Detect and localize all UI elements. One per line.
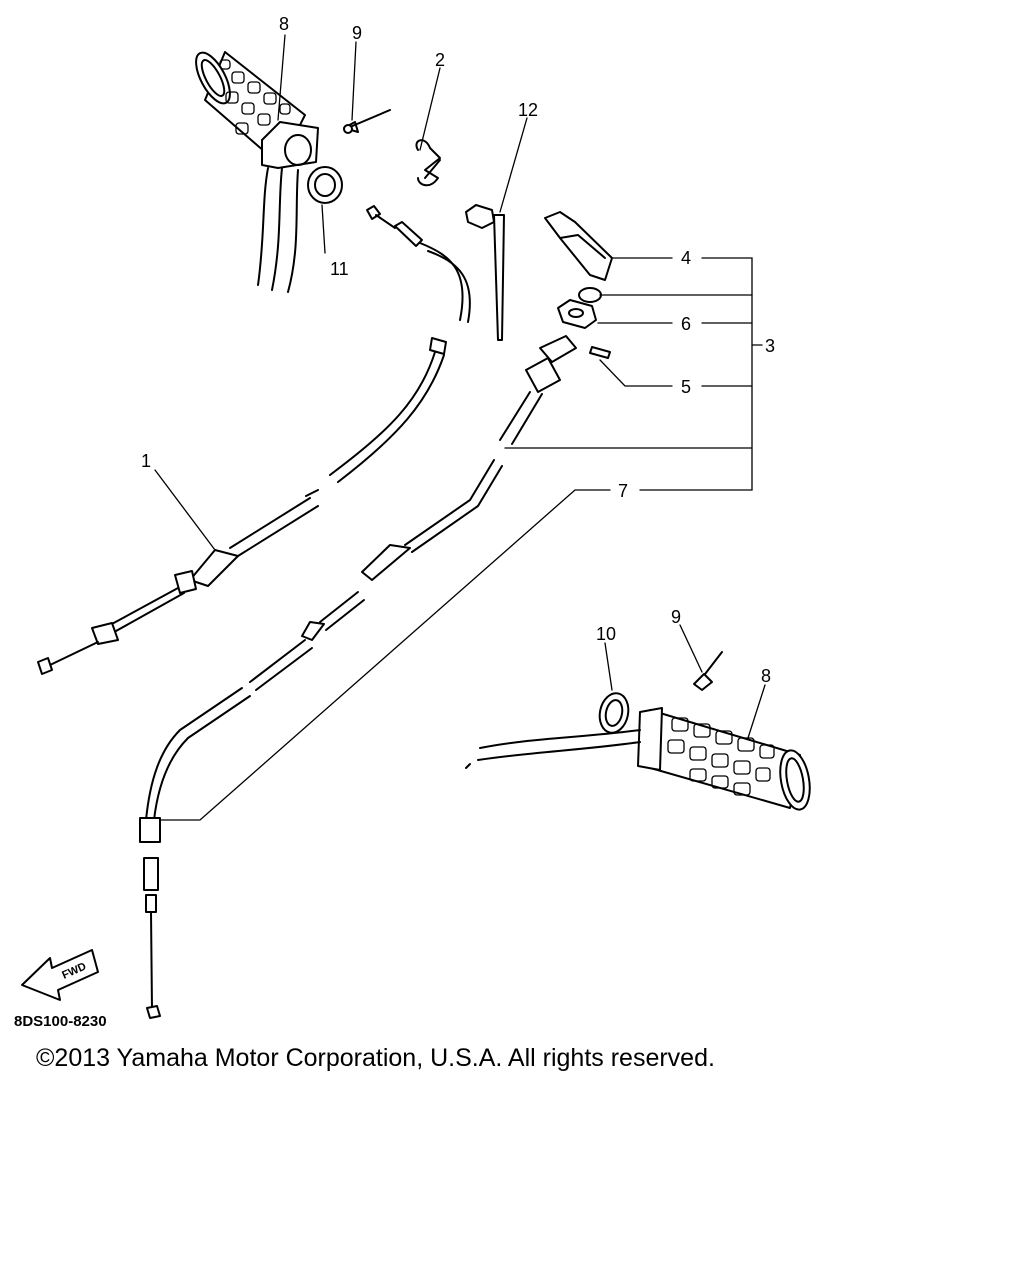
ring-bottom [598,692,630,734]
clip-part [415,139,441,187]
leader-lines [154,34,766,821]
callout-11: 11 [330,259,349,279]
pin-part [589,346,611,359]
grip-wire-right [479,729,641,749]
callout-5: 5 [681,377,691,397]
cable-1 [37,205,471,675]
callout-9-bottom: 9 [671,607,681,627]
callout-8-bottom: 8 [761,666,771,686]
callout-1: 1 [141,451,151,471]
rod-part [465,204,505,341]
left-grip [195,51,319,169]
callout-10: 10 [596,624,616,644]
screw-bottom [693,651,723,691]
callout-12: 12 [518,100,538,120]
grip-wire-right-2 [477,741,641,761]
grip-wire-left-2 [271,167,283,291]
callout-8-top: 8 [279,14,289,34]
callout-3: 3 [765,336,775,356]
diagram-code: 8DS100-8230 [14,1013,107,1030]
washer-part [578,287,602,303]
grip-wire-left [257,167,269,286]
grip-wire-left-3 [287,169,299,293]
callout-7: 7 [618,481,628,501]
nut-part [557,299,597,329]
grip-wire-right-end [465,763,471,769]
screw-top [343,109,391,134]
callout-9-top: 9 [352,23,362,43]
callout-4: 4 [681,248,691,268]
ring-top [307,166,343,204]
cable-7 [139,335,577,1019]
right-grip [637,707,811,811]
throttle-lever [544,211,613,281]
fwd-arrow-icon: FWD [21,949,99,1001]
callout-2: 2 [435,50,445,70]
copyright-notice: ©2013 Yamaha Motor Corporation, U.S.A. A… [36,1044,715,1072]
callout-6: 6 [681,314,691,334]
